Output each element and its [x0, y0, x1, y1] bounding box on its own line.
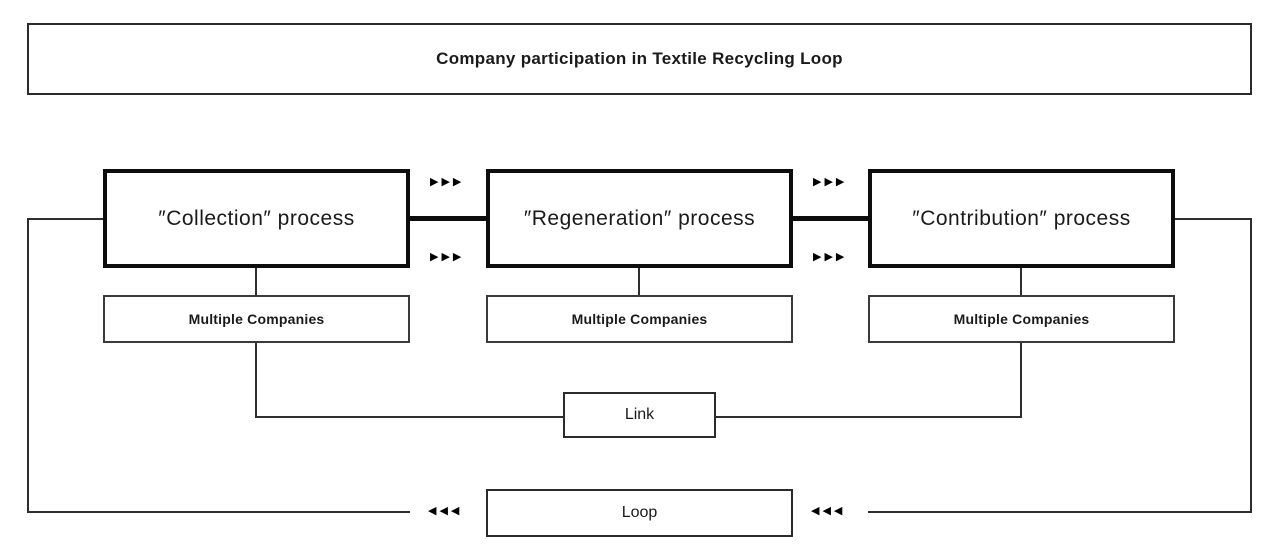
connector-collection-to-companies	[255, 268, 257, 295]
connector-companies-to-link-left	[255, 416, 563, 418]
diagram-title: Company participation in Textile Recycli…	[436, 49, 843, 68]
flow-left-arrows-icon: ◀◀◀	[428, 505, 463, 517]
loop-rail-left-vertical	[27, 218, 29, 513]
flow-left-arrows-icon: ◀◀◀	[811, 505, 846, 517]
flow-right-arrows-icon: ▶▶▶	[430, 251, 465, 263]
companies-box-collection: Multiple Companies	[103, 295, 410, 343]
link-box: Link	[563, 392, 716, 438]
connector-companies-to-link-right	[716, 416, 1022, 418]
diagram-title-box: Company participation in Textile Recycli…	[27, 23, 1252, 95]
companies-label-collection: Multiple Companies	[188, 311, 325, 327]
process-box-regeneration: ″Regeneration″ process	[486, 169, 793, 268]
connector-contribution-to-companies	[1020, 268, 1022, 295]
loop-rail-right-stub	[1175, 218, 1252, 220]
connector-collection-to-regeneration	[410, 216, 486, 221]
process-box-contribution: ″Contribution″ process	[868, 169, 1175, 268]
process-label-contribution: ″Contribution″ process	[912, 206, 1131, 230]
loop-rail-bottom-right	[868, 511, 1252, 513]
flow-right-arrows-icon: ▶▶▶	[813, 176, 848, 188]
connector-companies-right-vertical	[1020, 343, 1022, 418]
companies-box-regeneration: Multiple Companies	[486, 295, 793, 343]
process-label-regeneration: ″Regeneration″ process	[523, 206, 756, 230]
loop-rail-bottom-left	[27, 511, 410, 513]
flow-right-arrows-icon: ▶▶▶	[813, 251, 848, 263]
companies-label-regeneration: Multiple Companies	[571, 311, 708, 327]
connector-regeneration-to-companies	[638, 268, 640, 295]
loop-rail-right-vertical	[1250, 218, 1252, 513]
companies-label-contribution: Multiple Companies	[953, 311, 1090, 327]
loop-label: Loop	[621, 504, 658, 521]
companies-box-contribution: Multiple Companies	[868, 295, 1175, 343]
connector-companies-left-vertical	[255, 343, 257, 418]
flow-right-arrows-icon: ▶▶▶	[430, 176, 465, 188]
loop-rail-left-stub	[27, 218, 103, 220]
link-label: Link	[624, 406, 655, 423]
process-label-collection: ″Collection″ process	[158, 206, 355, 230]
process-box-collection: ″Collection″ process	[103, 169, 410, 268]
loop-box: Loop	[486, 489, 793, 537]
connector-regeneration-to-contribution	[793, 216, 868, 221]
